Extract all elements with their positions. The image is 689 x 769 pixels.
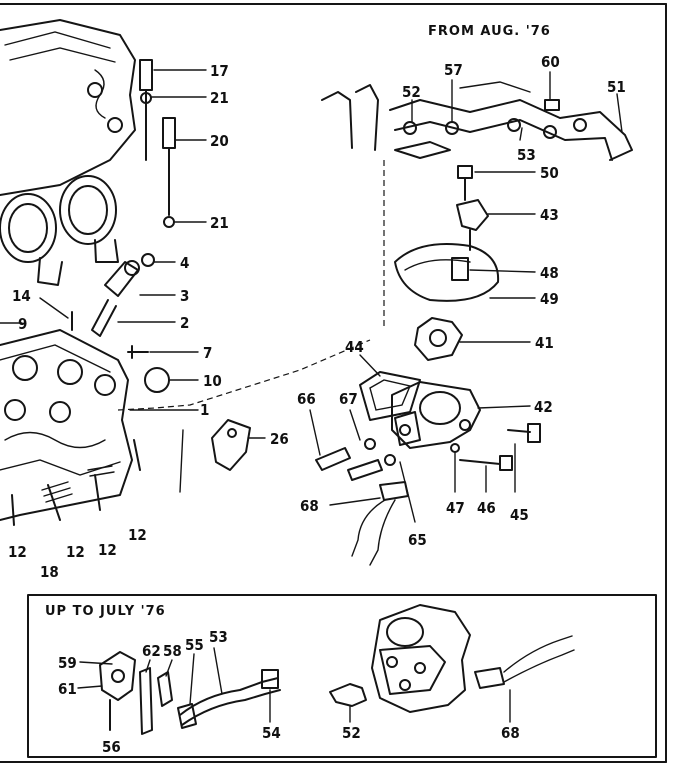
- callout-66: 66: [297, 390, 316, 408]
- callout-2: 2: [180, 314, 189, 332]
- callout-3: 3: [180, 287, 189, 305]
- callout-26: 26: [270, 430, 289, 448]
- callout-57: 57: [444, 61, 463, 79]
- callout-53: 53: [517, 146, 536, 164]
- callout-47: 47: [446, 499, 465, 517]
- callout-1: 1: [200, 401, 209, 419]
- callout-50: 50: [540, 164, 559, 182]
- callout-68: 68: [501, 724, 520, 742]
- callout-45: 45: [510, 506, 529, 524]
- callout-67: 67: [339, 390, 358, 408]
- callout-17: 17: [210, 62, 229, 80]
- callout-20: 20: [210, 132, 229, 150]
- callout-12: 12: [98, 541, 117, 559]
- callout-18: 18: [40, 563, 59, 581]
- callout-46: 46: [477, 499, 496, 517]
- callout-51: 51: [607, 78, 626, 96]
- callout-55: 55: [185, 636, 204, 654]
- callout-68: 68: [300, 497, 319, 515]
- callout-61: 61: [58, 680, 77, 698]
- callout-9: 9: [18, 315, 27, 333]
- callout-54: 54: [262, 724, 281, 742]
- callout-12: 12: [8, 543, 27, 561]
- callout-59: 59: [58, 654, 77, 672]
- right-leader-lines: [309, 71, 623, 523]
- callout-21: 21: [210, 214, 229, 232]
- callout-52: 52: [402, 83, 421, 101]
- inset-leader-lines: [77, 647, 511, 723]
- page-frame: [0, 3, 667, 763]
- left-leader-lines: [0, 69, 266, 439]
- callout-58: 58: [163, 642, 182, 660]
- callout-10: 10: [203, 372, 222, 390]
- cylinder-head-drawing: [0, 19, 371, 526]
- heading-from-aug: FROM AUG. '76: [428, 24, 551, 39]
- callout-12: 12: [66, 543, 85, 561]
- callout-7: 7: [203, 344, 212, 362]
- callout-42: 42: [534, 398, 553, 416]
- callout-labels: 17 21 20 21 4 3 2 14 9 7 10 1 26 12 12 1…: [8, 53, 626, 756]
- callout-65: 65: [408, 531, 427, 549]
- callout-62: 62: [142, 642, 161, 660]
- heading-up-to-july: UP TO JULY '76: [45, 604, 166, 619]
- callout-49: 49: [540, 290, 559, 308]
- callout-43: 43: [540, 206, 559, 224]
- callout-4: 4: [180, 254, 189, 272]
- callout-52: 52: [342, 724, 361, 742]
- callout-14: 14: [12, 287, 31, 305]
- callout-21: 21: [210, 89, 229, 107]
- callout-12: 12: [128, 526, 147, 544]
- callout-53: 53: [209, 628, 228, 646]
- callout-44: 44: [345, 338, 364, 356]
- fuel-pipe-assembly-drawing: [315, 81, 633, 566]
- callout-48: 48: [540, 264, 559, 282]
- inset-box: [27, 594, 657, 758]
- callout-60: 60: [541, 53, 560, 71]
- callout-41: 41: [535, 334, 554, 352]
- callout-56: 56: [102, 738, 121, 756]
- inset-drawing: [99, 604, 575, 735]
